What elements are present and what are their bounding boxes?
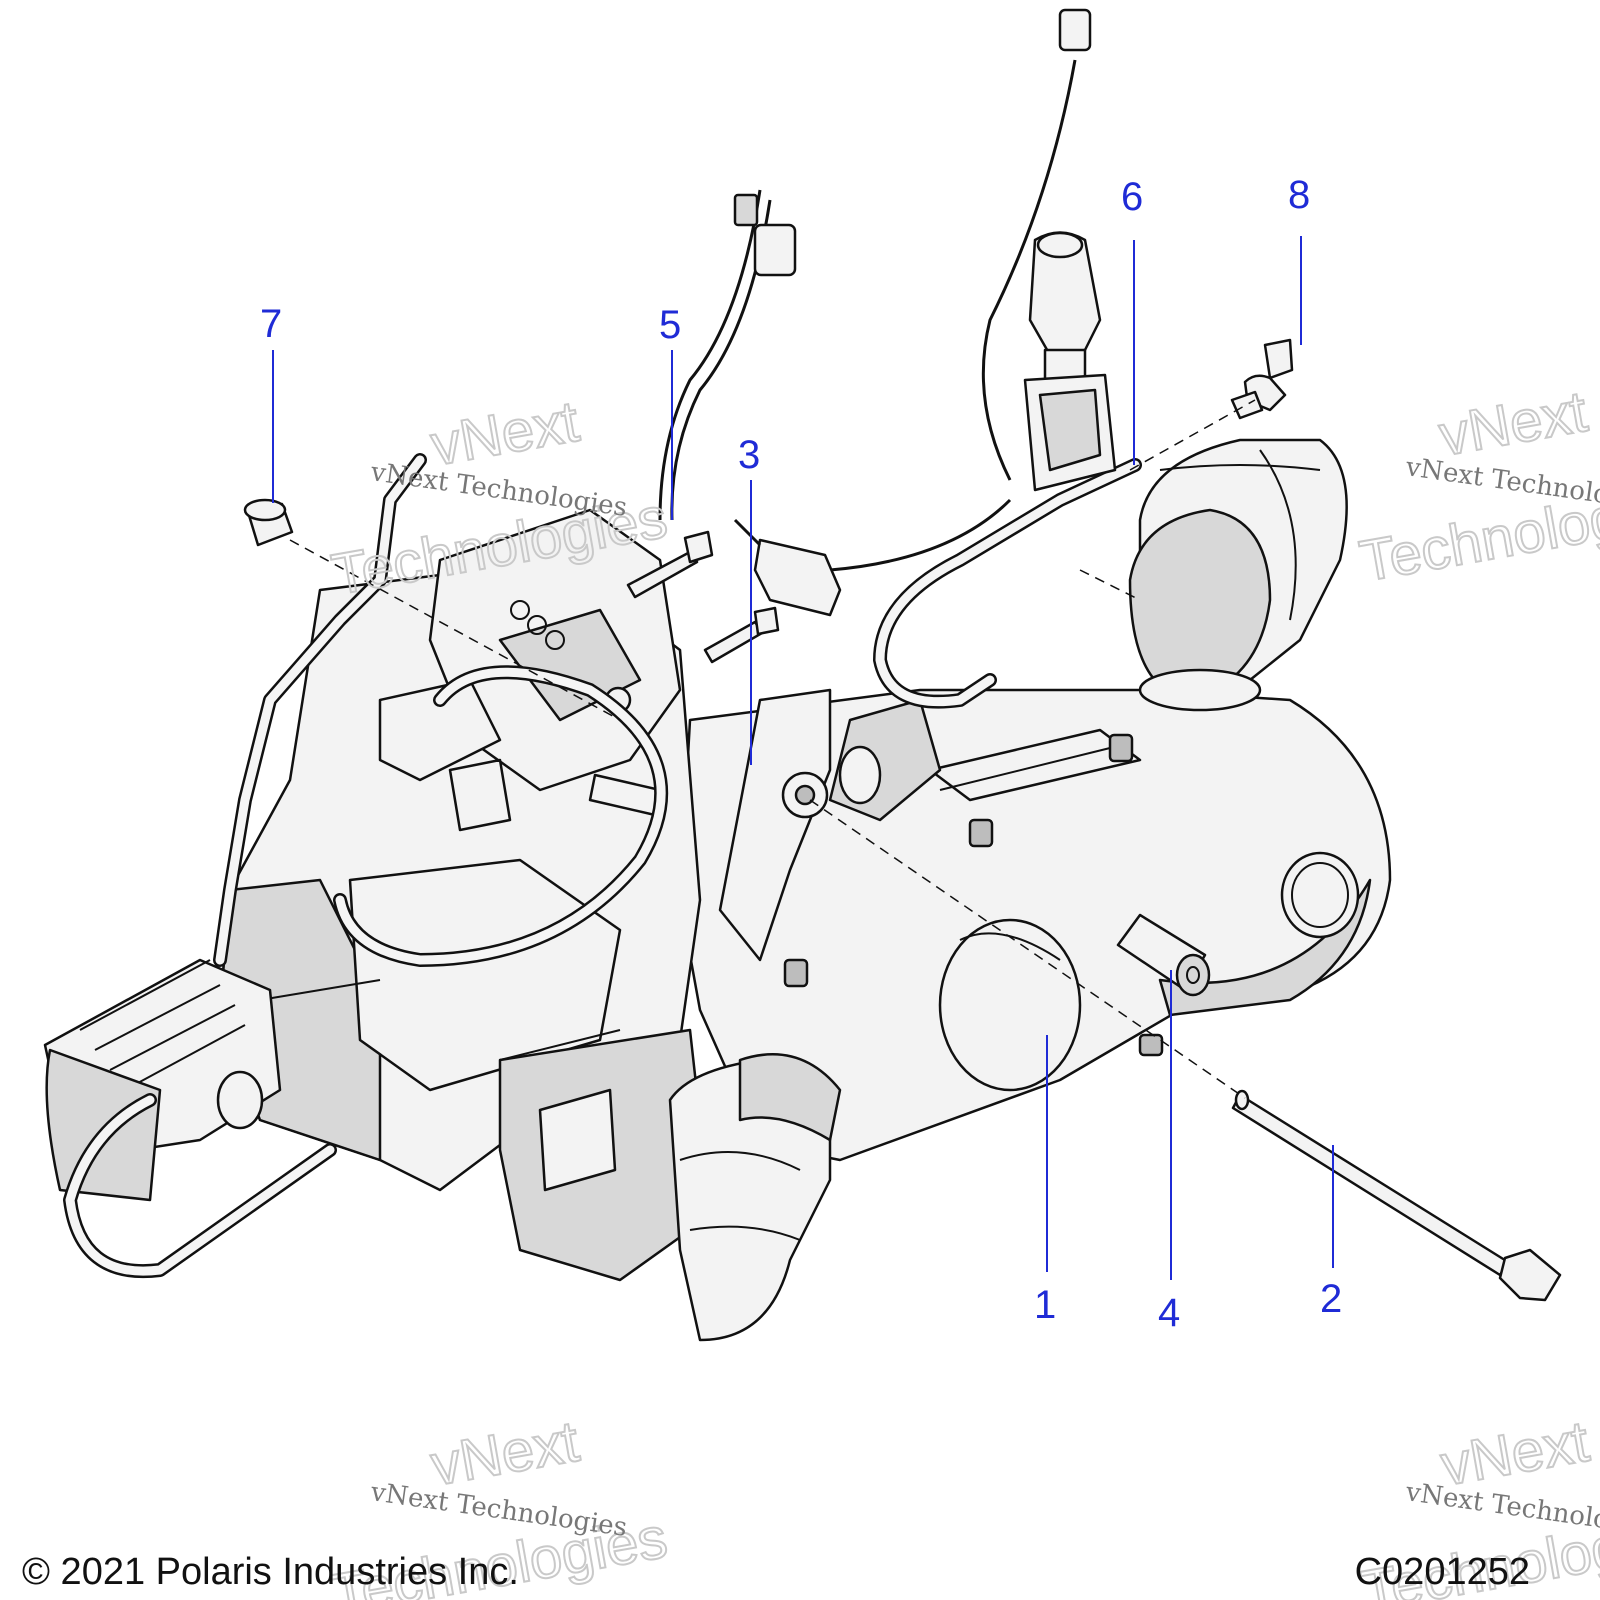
callout-3: 3 (738, 433, 760, 477)
callout-1: 1 (1034, 1283, 1056, 1327)
svg-text:vNext: vNext (1434, 379, 1591, 469)
drawing-number: C0201252 (1354, 1551, 1530, 1593)
callout-8: 8 (1288, 173, 1310, 217)
cylinder-head (43, 958, 282, 1202)
copyright-notice: © 2021 Polaris Industries Inc. (22, 1551, 519, 1593)
engine-mount-bracket (718, 688, 942, 962)
callout-2: 2 (1320, 1277, 1342, 1321)
callout-leaders (272, 236, 1334, 1280)
callout-labels: 7 5 3 6 8 1 4 2 (260, 173, 1342, 1335)
bolt-item-3 (703, 606, 780, 664)
air-duct-upper (1128, 438, 1348, 712)
callout-7: 7 (260, 302, 282, 346)
fasteners (243, 338, 1562, 1302)
svg-text:vNext: vNext (426, 389, 583, 479)
sensor-connector (733, 518, 842, 617)
air-duct-lower (668, 1053, 842, 1342)
temperature-sensor-tower (1023, 231, 1117, 492)
assembly-dash-lines (289, 399, 1256, 1099)
svg-text:vNext: vNext (426, 1409, 583, 1499)
elbow-fitting (1230, 338, 1294, 420)
engine-assembly (43, 8, 1392, 1342)
spacer-sleeve (1116, 913, 1211, 997)
callout-6: 6 (1121, 175, 1143, 219)
long-bolt (1231, 1089, 1562, 1302)
grommet (243, 498, 294, 547)
callout-4: 4 (1158, 1291, 1180, 1335)
bolt-item-5 (626, 530, 714, 599)
callout-5: 5 (659, 303, 681, 347)
